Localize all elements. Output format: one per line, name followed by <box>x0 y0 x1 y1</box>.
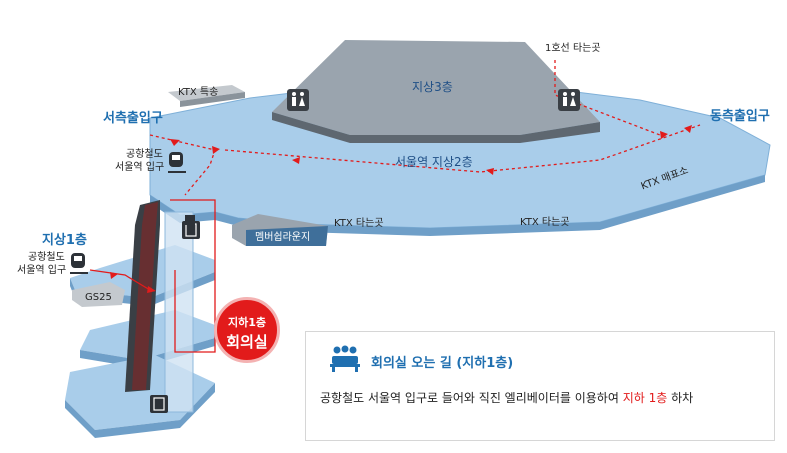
floor3-block <box>272 40 600 143</box>
restroom-icon <box>287 89 309 111</box>
directions-text-highlight: 지하 1층 <box>622 391 668 405</box>
gs25-label: GS25 <box>85 292 112 303</box>
restroom-icon <box>558 89 580 111</box>
callout-room: 회의실 <box>226 333 268 351</box>
floor2-label: 서울역 지상2층 <box>395 155 473 169</box>
route-arrows <box>110 125 692 293</box>
ktx-platform-right-label: KTX 타는곳 <box>520 217 570 228</box>
lounge-label: 멤버쉽라운지 <box>255 232 311 243</box>
directions-box: 회의실 오는 길 (지하1층) 공항철도 서울역 입구로 들어와 직진 엘리베이… <box>305 331 775 441</box>
floor3-label: 지상3층 <box>412 80 453 94</box>
west-exit-label: 서측출입구 <box>103 111 163 126</box>
directions-text-main: 공항철도 서울역 입구로 들어와 직진 엘리베이터를 이용하여 <box>320 391 619 405</box>
elevator-icon <box>150 395 168 413</box>
line1-platform-label: 1호선 타는곳 <box>545 43 601 54</box>
arex-entrance-upper-line2: 서울역 입구 <box>115 162 165 173</box>
ktx-shop-label: KTX 특송 <box>178 87 219 98</box>
elevator-shaft <box>164 211 194 413</box>
east-exit-label: 동측출입구 <box>710 109 770 124</box>
floor1-label: 지상1층 <box>42 233 87 248</box>
escalator <box>125 200 160 392</box>
train-icon <box>70 253 88 274</box>
ktx-platform-left-label: KTX 타는곳 <box>334 218 384 229</box>
meeting-room-callout: 지하1층 회의실 <box>214 297 280 363</box>
arex-entrance-lower-line2: 서울역 입구 <box>17 265 67 276</box>
elevator-icon <box>185 215 195 225</box>
directions-text-end: 하차 <box>671 391 694 405</box>
ktx-shop-block <box>168 85 245 107</box>
directions-title: 회의실 오는 길 (지하1층) <box>371 356 514 371</box>
meeting-room-icon <box>330 345 360 372</box>
gs25-block <box>72 282 125 307</box>
train-icon <box>168 152 186 173</box>
arex-entrance-lower-line1: 공항철도 <box>28 252 65 263</box>
lounge-block <box>232 214 328 246</box>
route-path <box>89 60 701 353</box>
arex-entrance-upper-line1: 공항철도 <box>126 149 163 160</box>
callout-floor: 지하1층 <box>227 316 266 329</box>
directions-text: 공항철도 서울역 입구로 들어와 직진 엘리베이터를 이용하여 지하 1층 하차 <box>320 389 693 406</box>
